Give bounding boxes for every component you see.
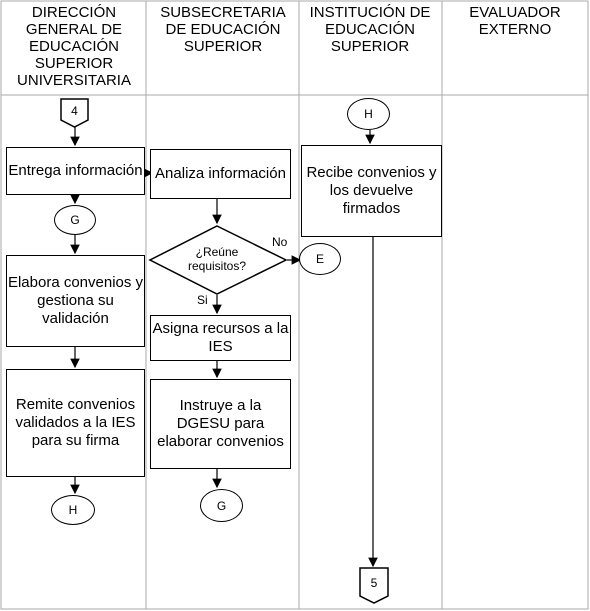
flow-lines bbox=[70, 125, 378, 568]
connector-h-dgesu: H bbox=[51, 495, 95, 525]
decision-si-label: Si bbox=[197, 293, 208, 307]
connector-g-dgesu: G bbox=[54, 205, 96, 235]
lane-header-ses: SUBSECRETARIA DE EDUCACIÓN SUPERIOR bbox=[160, 4, 286, 55]
connector-h-ies: H bbox=[347, 98, 390, 130]
lane-header-dgesu: DIRECCIÓN GENERAL DE EDUCACIÓN SUPERIOR … bbox=[17, 4, 131, 89]
step-recibe-convenios: Recibe convenios y los devuelve firmados bbox=[301, 145, 442, 237]
step-entrega-informacion: Entrega información bbox=[6, 147, 145, 195]
step-asigna-recursos: Asigna recursos a la IES bbox=[150, 315, 291, 361]
step-instruye-dgesu: Instruye a la DGESU para elaborar conven… bbox=[150, 379, 291, 469]
connector-g-ses: G bbox=[200, 489, 243, 522]
step-elabora-convenios: Elabora convenios y gestiona su validaci… bbox=[6, 255, 145, 347]
step-remite-convenios: Remite convenios validados a la IES para… bbox=[6, 369, 145, 477]
connector-e-ses: E bbox=[299, 243, 341, 275]
decision-diamond bbox=[148, 225, 288, 295]
decision-label: ¿Reúne requisitos? bbox=[187, 245, 247, 273]
offpage-label-5: 5 bbox=[370, 576, 378, 590]
lane-header-evaluador: EVALUADOR EXTERNO bbox=[469, 4, 561, 38]
offpage-connector-5 bbox=[359, 567, 389, 604]
step-analiza-informacion: Analiza información bbox=[150, 149, 291, 199]
offpage-label-4: 4 bbox=[71, 104, 78, 118]
decision-no-label: No bbox=[272, 235, 288, 249]
offpage-connector-4 bbox=[60, 98, 89, 128]
lane-header-ies: INSTITUCIÓN DE EDUCACIÓN SUPERIOR bbox=[309, 4, 431, 55]
